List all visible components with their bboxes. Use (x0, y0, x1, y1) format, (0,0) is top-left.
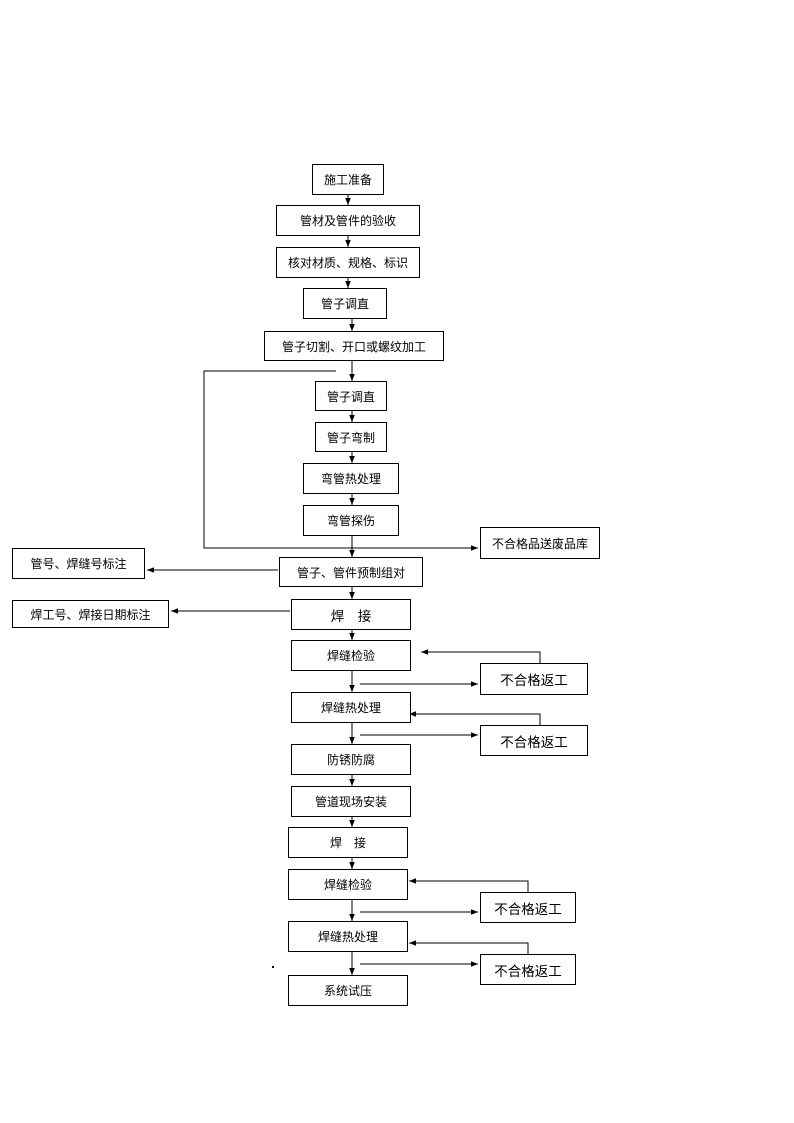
step-weld-inspection-2: 焊缝检验 (288, 869, 408, 900)
side-label: 不合格返工 (494, 901, 562, 918)
return-from-rework2 (409, 711, 541, 725)
side-label: 焊工号、焊接日期标注 (30, 607, 151, 622)
step-label: 焊缝热处理 (320, 701, 381, 715)
step-label: 管子、管件预制组对 (296, 565, 405, 580)
step-label: 管子弯制 (326, 430, 375, 445)
side-label: 不合格品送废品库 (491, 536, 588, 551)
step-pipe-bending: 管子弯制 (315, 422, 387, 452)
side-label: 管号、焊缝号标注 (30, 557, 127, 571)
step-label: 焊缝检验 (326, 649, 375, 663)
mark-welder-box: 焊工号、焊接日期标注 (12, 600, 169, 628)
step-weld-inspection-1: 焊缝检验 (291, 640, 411, 671)
step-label: 弯管探伤 (326, 514, 375, 528)
step-label: 焊 接 (330, 608, 372, 625)
step-bend-flaw-detection: 弯管探伤 (303, 505, 399, 536)
scrap-warehouse-box: 不合格品送废品库 (480, 527, 600, 559)
step-label: 施工准备 (323, 173, 372, 187)
stray-dot (272, 966, 274, 968)
step-site-installation: 管道现场安装 (291, 786, 411, 817)
step-label: 焊缝热处理 (317, 930, 378, 944)
step-weld-heat-treatment-1: 焊缝热处理 (291, 692, 411, 723)
step-material-inspection: 管材及管件的验收 (276, 205, 420, 236)
step-label: 核对材质、规格、标识 (287, 256, 408, 270)
rework-box-3: 不合格返工 (480, 892, 576, 923)
step-label: 管子调直 (320, 297, 369, 311)
loop-line (203, 370, 478, 551)
step-label: 弯管热处理 (320, 472, 381, 486)
step-label: 系统试压 (323, 984, 372, 998)
step-label: 管子切割、开口或螺纹加工 (281, 339, 426, 354)
rework-box-4: 不合格返工 (480, 954, 576, 985)
step-welding-1: 焊 接 (291, 599, 411, 630)
return-from-rework1 (421, 649, 541, 663)
mark-numbers-box: 管号、焊缝号标注 (12, 548, 145, 579)
step-anticorrosion: 防锈防腐 (291, 744, 411, 775)
step-pipe-straightening-1: 管子调直 (303, 288, 387, 319)
step-bend-heat-treatment: 弯管热处理 (303, 463, 399, 494)
step-pressure-test: 系统试压 (288, 975, 408, 1006)
step-weld-heat-treatment-2: 焊缝热处理 (288, 921, 408, 952)
step-label: 焊 接 (329, 836, 366, 850)
return-from-rework3 (409, 878, 529, 892)
step-check-material-spec: 核对材质、规格、标识 (276, 247, 420, 278)
step-label: 焊缝检验 (323, 878, 372, 892)
rework-box-1: 不合格返工 (480, 663, 588, 695)
step-label: 管道现场安装 (314, 795, 387, 809)
step-construction-preparation: 施工准备 (312, 164, 384, 195)
step-label: 管子调直 (326, 389, 375, 404)
step-label: 管材及管件的验收 (299, 214, 396, 228)
step-prefab-assembly: 管子、管件预制组对 (279, 557, 423, 587)
step-label: 防锈防腐 (326, 753, 375, 767)
side-label: 不合格返工 (500, 673, 568, 689)
rework-box-2: 不合格返工 (480, 725, 588, 756)
side-label: 不合格返工 (500, 734, 568, 751)
return-from-rework4 (409, 940, 529, 954)
step-pipe-cutting: 管子切割、开口或螺纹加工 (264, 331, 444, 361)
side-label: 不合格返工 (494, 963, 562, 980)
step-welding-2: 焊 接 (288, 827, 408, 858)
step-pipe-straightening-2: 管子调直 (315, 381, 387, 411)
